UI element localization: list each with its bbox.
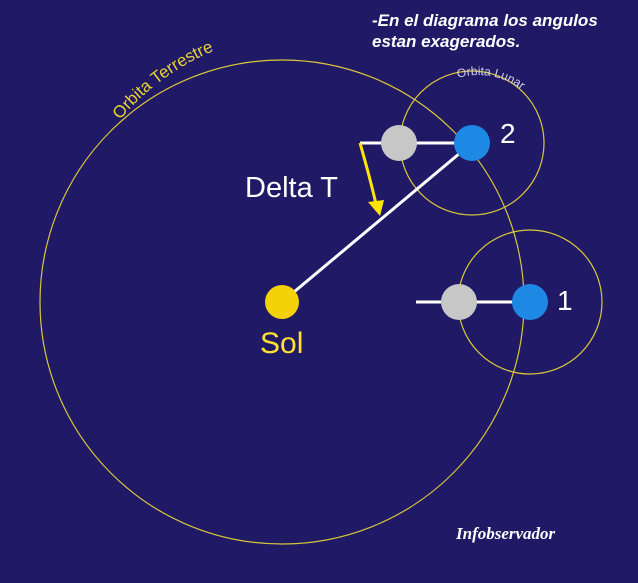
sun-earth-line: [281, 141, 473, 304]
note-line-1: -En el diagrama los angulos: [372, 11, 598, 30]
position-1-label: 1: [557, 285, 573, 316]
position-2-label: 2: [500, 118, 516, 149]
sun-label: Sol: [260, 327, 303, 360]
delta-t-label: Delta T: [245, 172, 338, 204]
earth-position-2: [454, 125, 490, 161]
credit-label: Infobservador: [456, 524, 556, 543]
note-text: -En el diagrama los angulos estan exager…: [372, 10, 634, 52]
earth-orbit-label-text: Orbita Terrestre: [109, 37, 216, 123]
moon-orbit-label-text: Orbita Lunar: [455, 64, 527, 92]
note-line-2: estan exagerados.: [372, 32, 521, 51]
moon-orbit-label: Orbita Lunar: [455, 64, 527, 92]
sun: [265, 285, 299, 319]
delta-t-arrowhead: [368, 200, 384, 216]
moon-position-2: [381, 125, 417, 161]
moon-position-1: [441, 284, 477, 320]
earth-orbit-label: Orbita Terrestre: [109, 37, 216, 123]
delta-t-arc: [358, 142, 378, 205]
earth-position-1: [512, 284, 548, 320]
